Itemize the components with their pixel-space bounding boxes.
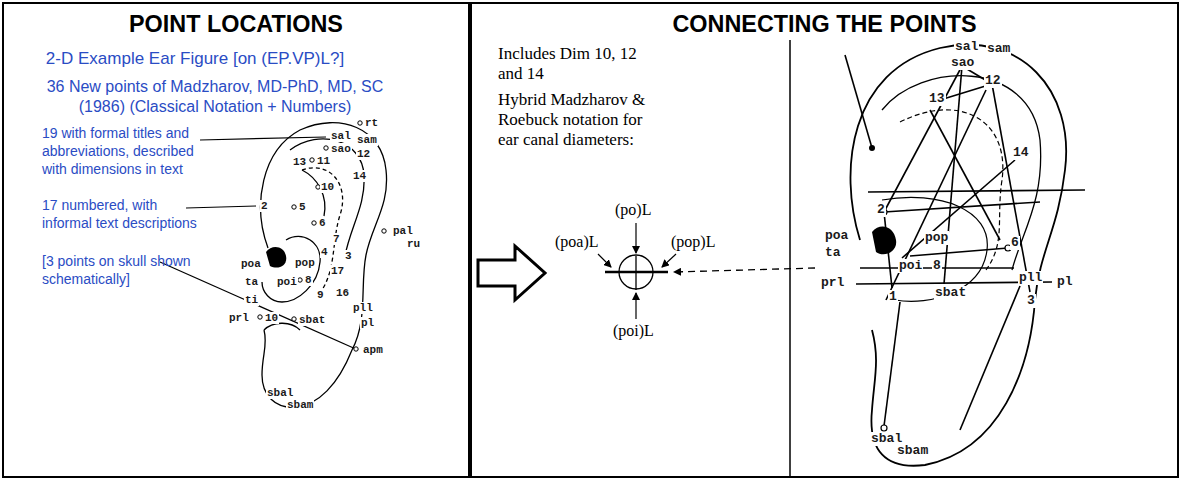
point-label: poa: [824, 229, 849, 243]
diameter-label: (po)L: [614, 200, 652, 219]
point-label: rt: [364, 117, 379, 129]
point-label: 5: [298, 201, 307, 213]
point-label: pll: [352, 302, 374, 314]
note-text: Includes Dim 10, 12 and 14: [498, 44, 658, 84]
point-label: 14: [1012, 146, 1030, 160]
note-text: [3 points on skull shown schematically]: [42, 252, 192, 288]
point-label: 13: [292, 156, 307, 168]
point-label: 7: [332, 233, 341, 245]
point-label: sal: [954, 40, 979, 54]
point-label: 11: [316, 155, 331, 167]
point-label: pal: [392, 225, 414, 237]
point-label: pop: [294, 257, 316, 269]
point-label: pl: [1056, 275, 1074, 289]
point-label: ti: [244, 294, 259, 306]
note-text: 19 with formal titles and abbreviations,…: [42, 124, 202, 178]
point-label: 17: [330, 265, 345, 277]
point-label: 16: [335, 287, 350, 299]
note-text: 2-D Example Ear Figure [on (EP.VP)L?]: [30, 48, 360, 69]
point-label: apm: [362, 344, 384, 356]
diameter-label: (poi)L: [612, 321, 655, 340]
panel-title: POINT LOCATIONS: [4, 9, 468, 39]
point-label: sbam: [286, 399, 314, 411]
point-label: 3: [1026, 294, 1036, 308]
note-text: Hybrid Madzharov & Roebuck notation for …: [498, 90, 648, 150]
point-label: sbam: [896, 444, 929, 458]
note-text: 36 New points of Madzharov, MD-PhD, MD, …: [25, 77, 405, 117]
point-label: sao: [950, 56, 975, 70]
point-label: 10: [264, 312, 279, 324]
point-label: sbat: [934, 286, 967, 300]
point-label: 4: [320, 246, 329, 258]
point-label: 14: [352, 170, 367, 182]
point-label: sbat: [298, 314, 326, 326]
point-label: ta: [244, 276, 259, 288]
point-label: 6: [318, 217, 327, 229]
point-label: 12: [356, 148, 371, 160]
point-label: pop: [924, 231, 949, 245]
point-label: 12: [984, 74, 1002, 88]
point-label: poi: [276, 276, 298, 288]
point-label: sam: [356, 134, 378, 146]
point-label: 9: [316, 289, 325, 301]
point-label: sal: [330, 130, 352, 142]
point-label: sbal: [266, 387, 294, 399]
point-label: ru: [406, 238, 421, 250]
point-label: prl: [228, 312, 250, 324]
point-label: poa: [240, 258, 262, 270]
point-label: 6: [1010, 236, 1020, 250]
point-label: 3: [344, 250, 353, 262]
point-label: 13: [928, 92, 946, 106]
point-label: sao: [330, 143, 352, 155]
point-label: sam: [986, 42, 1011, 56]
point-label: 8: [932, 259, 942, 273]
diameter-label: (pop)L: [670, 232, 716, 251]
point-label: 2: [260, 200, 269, 212]
diameter-label: (poa)L: [554, 232, 600, 251]
point-label: pll: [1018, 271, 1043, 285]
point-label: 8: [304, 274, 313, 286]
point-label: 2: [876, 203, 886, 217]
point-label: 1: [888, 290, 898, 304]
panel-title: CONNECTING THE POINTS: [472, 9, 1177, 39]
point-label: poi: [898, 259, 923, 273]
note-text: 17 numbered, with informal text descript…: [42, 196, 202, 232]
point-label: prl: [820, 276, 845, 290]
panel-box: POINT LOCATIONS: [2, 2, 470, 478]
point-label: pl: [360, 317, 375, 329]
point-label: ta: [824, 246, 842, 260]
point-label: 10: [320, 181, 335, 193]
